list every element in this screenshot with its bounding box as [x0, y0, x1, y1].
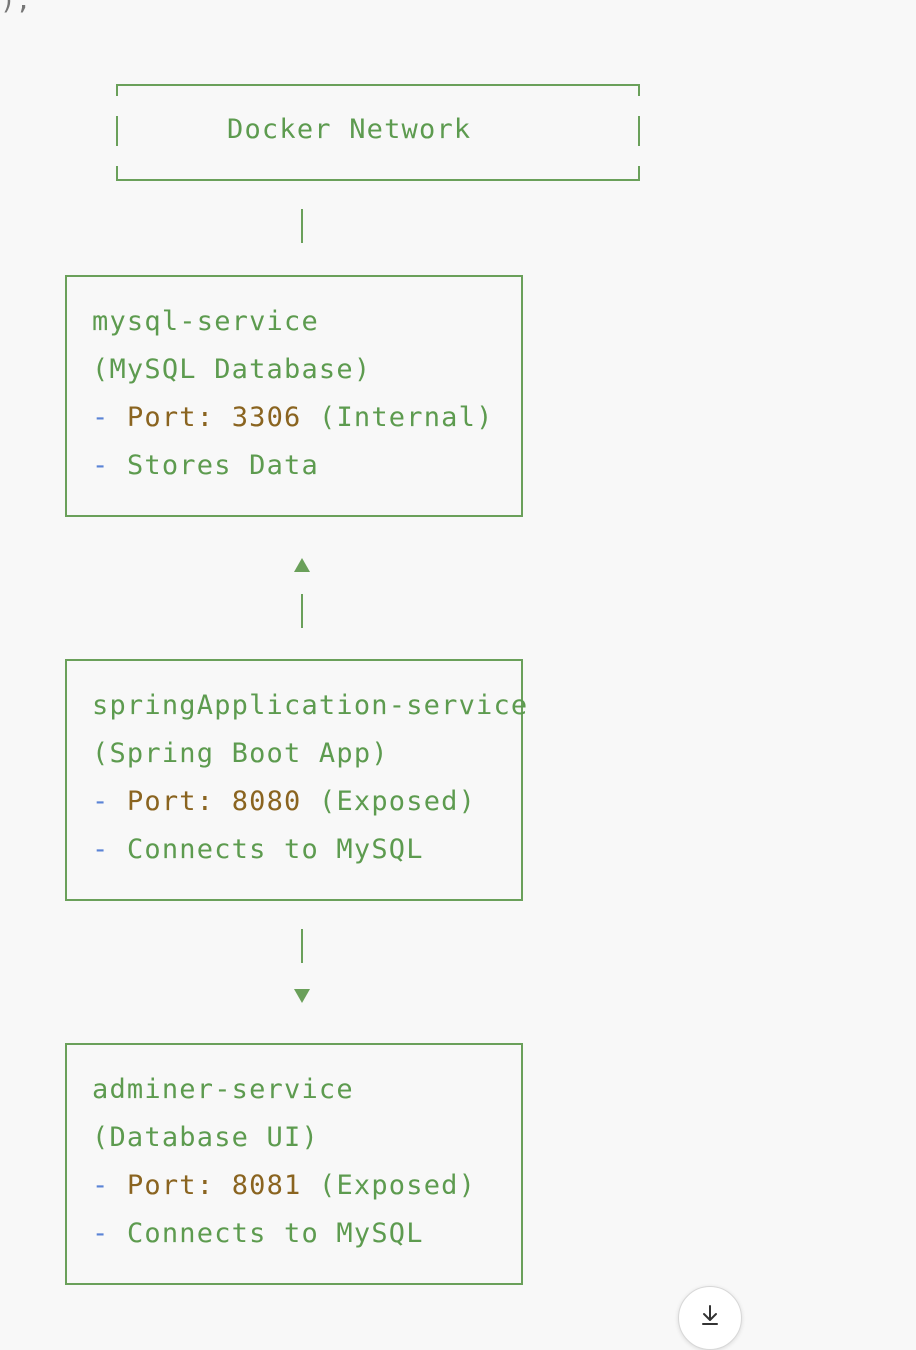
docker-network-diagram: Docker Network mysql-service (MySQL Data… — [65, 84, 642, 1285]
adminer-note-line: - Connects to MySQL — [92, 1210, 424, 1258]
mysql-service-name: mysql-service — [92, 306, 319, 337]
mysql-port-line: - Port: 3306 (Internal) — [92, 394, 494, 442]
port-number: 8080 — [231, 786, 302, 817]
mysql-service-desc: (MySQL Database) — [92, 354, 372, 385]
docker-network-box — [116, 84, 640, 181]
spring-note-line: - Connects to MySQL — [92, 826, 424, 874]
top-fragment: ); — [0, 0, 32, 16]
bullet-dash: - — [92, 1218, 110, 1249]
arrow-up-icon — [294, 558, 310, 572]
mysql-note-line: - Stores Data — [92, 442, 319, 490]
port-key: Port: — [126, 1170, 215, 1201]
bullet-dash: - — [92, 1170, 110, 1201]
port-key: Port: — [126, 786, 215, 817]
adminer-service-name: adminer-service — [92, 1074, 354, 1105]
adminer-service-box — [65, 1043, 523, 1285]
bullet-dash: - — [92, 786, 110, 817]
connector-network-mysql — [301, 209, 303, 243]
adminer-service-desc: (Database UI) — [92, 1122, 319, 1153]
connector-spring-mysql — [301, 594, 303, 628]
spring-port-line: - Port: 8080 (Exposed) — [92, 778, 476, 826]
download-icon — [702, 1305, 718, 1325]
port-note: (Exposed) — [318, 1170, 477, 1201]
port-number: 8081 — [231, 1170, 302, 1201]
port-note: (Internal) — [318, 402, 494, 433]
bullet-dash: - — [92, 402, 110, 433]
adminer-note: Connects to MySQL — [126, 1218, 424, 1249]
spring-note: Connects to MySQL — [126, 834, 424, 865]
connector-spring-adminer — [301, 929, 303, 963]
spring-service-box — [65, 659, 523, 901]
mysql-service-box — [65, 275, 523, 517]
download-button[interactable] — [678, 1286, 742, 1350]
spring-service-name: springApplication-service — [92, 690, 529, 721]
mysql-note: Stores Data — [126, 450, 319, 481]
port-number: 3306 — [231, 402, 302, 433]
adminer-port-line: - Port: 8081 (Exposed) — [92, 1162, 476, 1210]
bullet-dash: - — [92, 450, 110, 481]
arrow-down-icon — [294, 989, 310, 1003]
docker-network-title: Docker Network — [227, 114, 472, 145]
spring-service-desc: (Spring Boot App) — [92, 738, 389, 769]
bullet-dash: - — [92, 834, 110, 865]
port-key: Port: — [126, 402, 215, 433]
port-note: (Exposed) — [318, 786, 477, 817]
